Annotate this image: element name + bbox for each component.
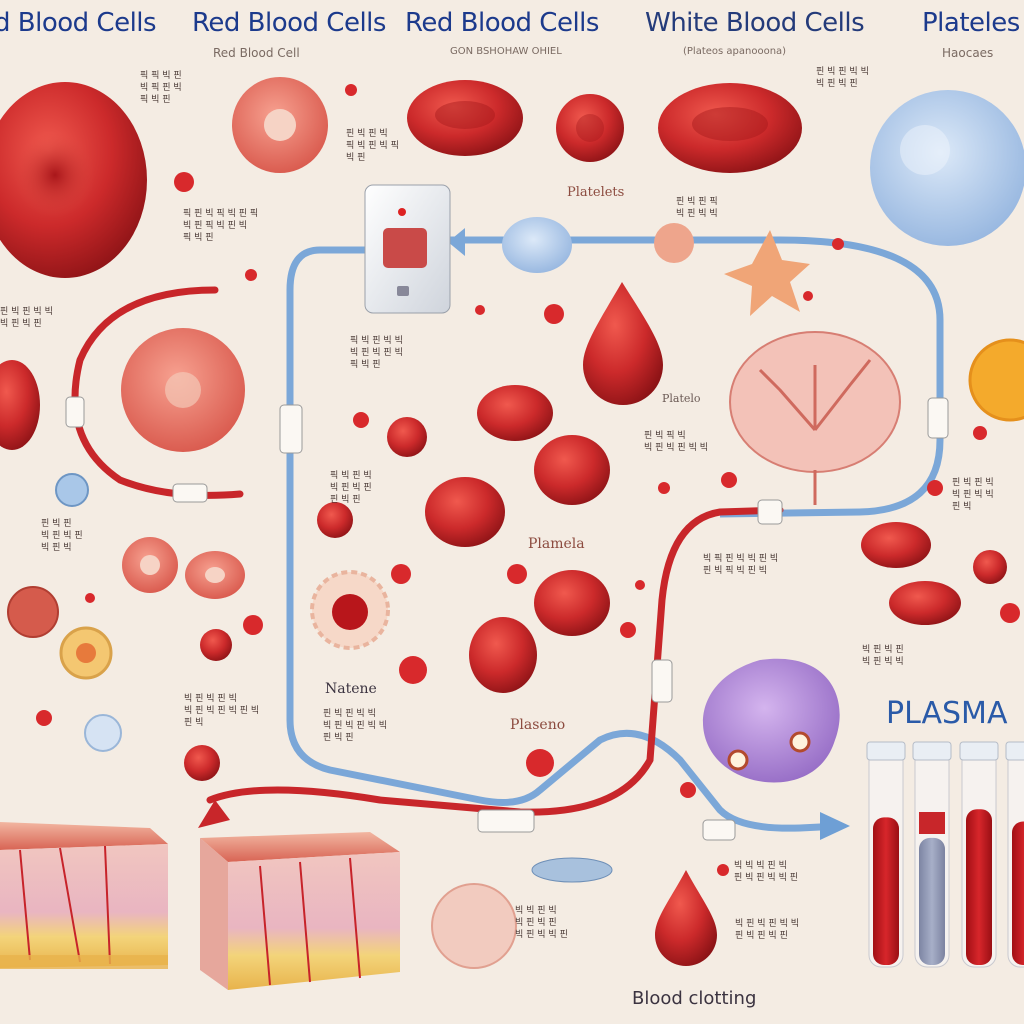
rbc-small: [200, 629, 232, 661]
tube-fill-2: [919, 837, 945, 965]
note: 핀 빅 핀 빅 픽 빅 핀 빅 픽 빅 핀: [346, 129, 399, 163]
capsule: [531, 857, 613, 883]
rbc: [534, 435, 610, 505]
note: 핀 빅 핀 빅 빅 핀 빅 빅 핀 빅: [952, 478, 994, 512]
rbc: [534, 570, 610, 636]
note: 픽 빅 핀 빅 빅 핀 빅 핀 핀 빅 핀: [330, 471, 372, 505]
label-natene: Natene: [325, 681, 377, 697]
platelet-clump: [502, 217, 572, 273]
subheader-middle: GON BSHOHAW OHIEL: [450, 46, 562, 57]
label-plamela: Plamela: [528, 536, 585, 552]
vessel-tag: [757, 499, 783, 525]
vessel-tag: [279, 404, 303, 454]
tissue-block-left: [0, 822, 168, 969]
rbc-right: [861, 522, 931, 568]
organ-orange: [968, 338, 1024, 422]
tube-top-band-2: [919, 812, 945, 834]
rbc-small: [387, 417, 427, 457]
rbc-side: [407, 80, 523, 156]
note: 빅 픽 핀 빅 빅 핀 빅 핀 빅 픽 빅 핀 빅: [703, 554, 779, 576]
subheader-white: (Plateos apanooona): [683, 46, 787, 57]
blood-drop-small: [655, 870, 717, 966]
vessel-tag: [172, 483, 208, 503]
label-plaseno: Plaseno: [510, 717, 566, 733]
scattered-dots: [36, 84, 1020, 876]
header-white-blood-cells: White Blood Cells: [645, 8, 865, 38]
red-blood-cell-edge: [0, 360, 40, 450]
vessel-tag: [65, 396, 85, 428]
rbc: [425, 477, 505, 547]
arrow-left-top: [448, 228, 465, 256]
note: 픽 핀 빅 픽 빅 핀 픽 빅 핀 픽 빅 핀 빅 픽 빅 핀: [183, 209, 259, 243]
tube-fill-1: [873, 817, 899, 965]
note: 빅 빅 빅 핀 빅 핀 빅 핀 빅 빅 핀: [734, 861, 798, 883]
note: 핀 빅 핀 빅 빅 빅 핀 빅 핀: [816, 67, 869, 89]
label-blood-clotting: Blood clotting: [632, 988, 757, 1009]
note: 핀 빅 핀 빅 핀 빅 핀 빅 핀 빅: [41, 519, 83, 553]
plasma-vessel-loop: [286, 246, 844, 832]
note: 핀 빅 핀 빅 빅 빅 핀 빅 핀: [0, 307, 53, 329]
arrow-left-artery: [198, 800, 230, 828]
rbc-small: [184, 745, 220, 781]
note: 핀 빅 핀 픽 빅 핀 빅 빅: [676, 197, 718, 219]
tissue-block-middle: [200, 832, 400, 990]
activated-platelet: [724, 230, 810, 316]
note: 빅 핀 빅 핀 빅 핀 빅 빅: [862, 645, 904, 667]
note: 빅 핀 빅 핀 빅 빅 핀 빅 핀 빅 핀 빅 핀 빅: [184, 694, 260, 728]
note: 빅 빅 핀 빅 빅 핀 빅 핀 빅 핀 빅 빅 핀: [515, 906, 568, 940]
label-platelo: Platelo: [662, 392, 701, 405]
blood-drop: [583, 282, 663, 405]
note: 빅 핀 빅 핀 빅 빅 핀 빅 핀 빅 핀: [735, 919, 799, 941]
purple-organ: [702, 658, 840, 783]
platelet-cluster: [870, 90, 1024, 246]
note: 핀 빅 핀 빅 빅 빅 핀 빅 핀 빅 빅 핀 빅 핀: [323, 709, 387, 743]
rbc-small: [317, 502, 353, 538]
vessel-tag: [651, 659, 673, 703]
plasma-vessel-top: [440, 236, 944, 518]
header-red-blood-cells-1: d Blood Cells: [0, 8, 157, 38]
vessel-tag: [927, 397, 949, 439]
vessel-tag: [702, 819, 736, 841]
label-plasma: PLASMA: [886, 696, 1008, 731]
tube-fill-4: [1012, 821, 1024, 965]
rbc-side: [658, 83, 802, 173]
rbc-right: [973, 550, 1007, 584]
header-red-blood-cells-3: Red Blood Cells: [405, 8, 599, 38]
header-platelets: Plateles: [922, 8, 1020, 38]
artery-loop: [206, 506, 784, 816]
vessel-tag: [477, 809, 535, 833]
cell-pale: [431, 883, 517, 969]
note: 픽 픽 빅 핀 빅 픽 핀 빅 픽 빅 핀: [140, 71, 182, 105]
cell-textured: [7, 586, 59, 638]
cell-blue: [55, 473, 89, 507]
subheader-red-blood-cell: Red Blood Cell: [213, 46, 300, 60]
label-platelets-top: Platelets: [567, 185, 625, 200]
test-tubes: [866, 741, 1024, 968]
rbc-right: [889, 581, 961, 625]
tube-fill-3: [966, 809, 992, 965]
note: 핀 빅 픽 빅 빅 핀 빅 핀 빅 빅: [644, 431, 708, 453]
note: 픽 빅 핀 빅 빅 빅 핀 빅 핀 빅 픽 빅 핀: [350, 336, 403, 370]
rbc-front: [556, 94, 624, 162]
rbc: [477, 385, 553, 441]
rbc: [469, 617, 537, 693]
cell-blue: [84, 714, 122, 752]
header-red-blood-cells-2: Red Blood Cells: [192, 8, 386, 38]
cell-node: [654, 223, 694, 263]
arrow-right: [820, 812, 850, 840]
subheader-platelets: Haocaes: [942, 46, 994, 60]
